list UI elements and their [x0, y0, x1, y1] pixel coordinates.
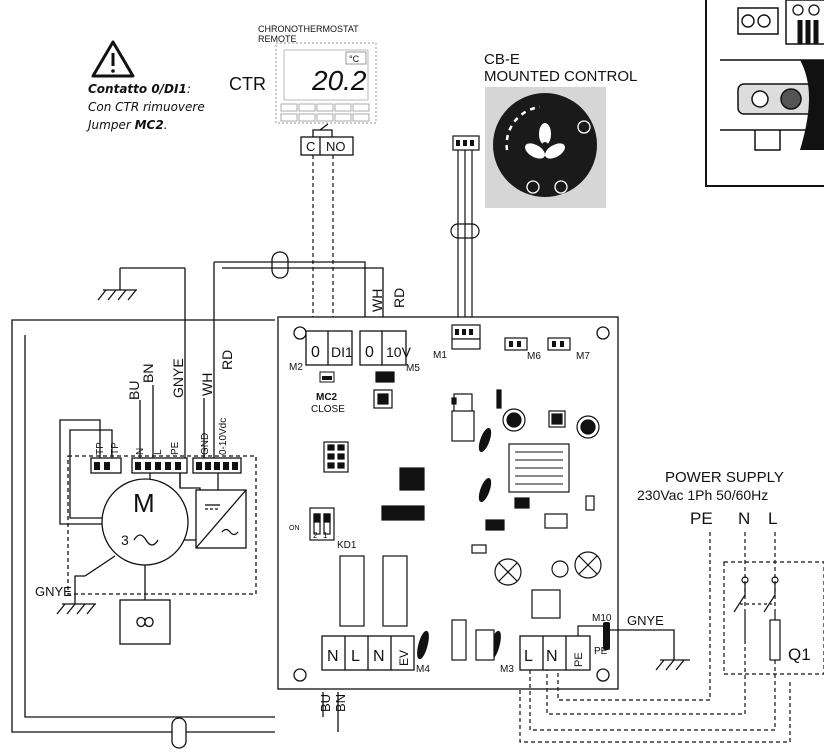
m2-pin-di1: DI1 [331, 344, 353, 360]
m10-label: M10 [592, 613, 612, 624]
power-spec: 230Vac 1Ph 50/60Hz [637, 487, 768, 503]
ctr-label: CTR [229, 74, 266, 94]
motor-term-010v: 0-10Vdc [218, 418, 229, 455]
motor-wire-wh: WH [199, 373, 215, 396]
mc2-label: MC2 [316, 392, 338, 403]
power-l: L [768, 509, 777, 528]
ctr-device: CHRONOTHERMOSTAT REMOTE CTR 20.2 °C C NO [229, 24, 377, 156]
m7-label: M7 [576, 351, 590, 362]
ctr-unit: °C [349, 54, 360, 64]
ctr-display: 20.2 [311, 65, 367, 96]
note-line2-suffix: . [163, 118, 168, 132]
m5-pin-0: 0 [365, 344, 374, 361]
board-components [309, 371, 602, 661]
cbe-cable [450, 135, 480, 325]
m3-terminal: L N PE M3 [500, 635, 591, 675]
inset-detail [705, 0, 824, 187]
m10-pe: PE [594, 646, 608, 657]
motor-terminal-pins [94, 462, 238, 470]
motor-letter: M [133, 488, 155, 518]
ctr-cable [312, 155, 334, 330]
m10-terminal: M10 PE [577, 613, 612, 657]
ctr-caption-2: REMOTE [258, 34, 297, 44]
m4-pin-n1: N [327, 648, 339, 665]
warning-text: Contatto 0/DI1: Con CTR rimuovere Jumper… [88, 82, 205, 132]
cbe-line1: CB-E [484, 51, 520, 68]
motor-wire-gnye: GNYE [170, 358, 186, 398]
m4-terminal: N L N EV M4 [321, 635, 430, 675]
m2-terminal: 0 DI1 M2 MC2 CLOSE [289, 330, 353, 415]
board-earth [610, 629, 690, 671]
dip-on-label: ON [289, 525, 300, 532]
motor-wire-bu: BU [126, 381, 142, 400]
cbe-line2: MOUNTED CONTROL [484, 68, 637, 85]
m4-pin-n2: N [373, 648, 385, 665]
motor-phase: 3 [121, 532, 129, 548]
m6-label: M6 [527, 351, 541, 362]
board-wire-wh: WH [369, 289, 385, 312]
motor-wire-rd: RD [219, 350, 235, 370]
m3-pin-n: N [546, 648, 558, 665]
board-earth-label: GNYE [627, 613, 664, 628]
motor-earth-label: GNYE [35, 584, 72, 599]
cbe-control: CB-E MOUNTED CONTROL [484, 51, 637, 208]
m2-pin-0: 0 [311, 344, 320, 361]
m3-label: M3 [500, 664, 514, 675]
control-board [277, 316, 619, 690]
note-line2-prefix: Jumper [88, 118, 135, 132]
motor-term-gnd: GND [200, 433, 211, 455]
power-title: POWER SUPPLY [665, 469, 784, 486]
m1-label: M1 [433, 350, 447, 361]
power-n: N [738, 509, 750, 528]
motor-ac-icon [133, 534, 159, 546]
m3-pin-pe: PE [573, 652, 585, 667]
ctr-caption-1: CHRONOTHERMOSTAT [258, 24, 359, 34]
motor-term-n: N [135, 448, 146, 455]
m1-connector: M1 [433, 324, 481, 361]
m4-pin-ev: EV [397, 650, 411, 666]
motor-wire-bn: BN [140, 364, 156, 383]
ctr-contact-c: C [306, 139, 315, 154]
power-breaker: Q1 [788, 645, 811, 664]
m5-label: M5 [406, 363, 420, 374]
ctr-contact-no: NO [326, 139, 346, 154]
m2-label: M2 [289, 362, 303, 373]
mc2-state: CLOSE [311, 404, 345, 415]
note-line2-bold: MC2 [134, 118, 164, 132]
kd1-label: KD1 [337, 540, 357, 551]
motor-bottom-bn: BN [333, 694, 348, 712]
motor-bottom-bu: BU [318, 694, 333, 712]
m4-label: M4 [416, 664, 430, 675]
motor-assembly [11, 251, 384, 749]
note-title: Contatto 0/DI1 [88, 82, 187, 96]
board-wire-rd: RD [391, 288, 407, 308]
note-line1: Con CTR rimuovere [88, 100, 205, 114]
m4-pin-l: L [351, 648, 360, 665]
m7-connector: M7 [547, 337, 590, 362]
m6-connector: M6 [504, 337, 541, 362]
m5-pin-10v: 10V [386, 344, 412, 360]
m3-pin-l: L [524, 648, 533, 665]
motor-term-pe: PE [170, 441, 181, 455]
power-pe: PE [690, 509, 713, 528]
motor-term-l: L [153, 449, 164, 455]
dip-num-1: 1 [323, 531, 328, 540]
m5-terminal: 0 10V M5 [359, 330, 420, 374]
power-supply: POWER SUPPLY 230Vac 1Ph 50/60Hz PE N L Q… [519, 469, 824, 743]
motor-term-tp1: TP [95, 442, 106, 455]
motor-term-tp2: TP [110, 442, 121, 455]
dip-num-2: 2 [313, 531, 318, 540]
